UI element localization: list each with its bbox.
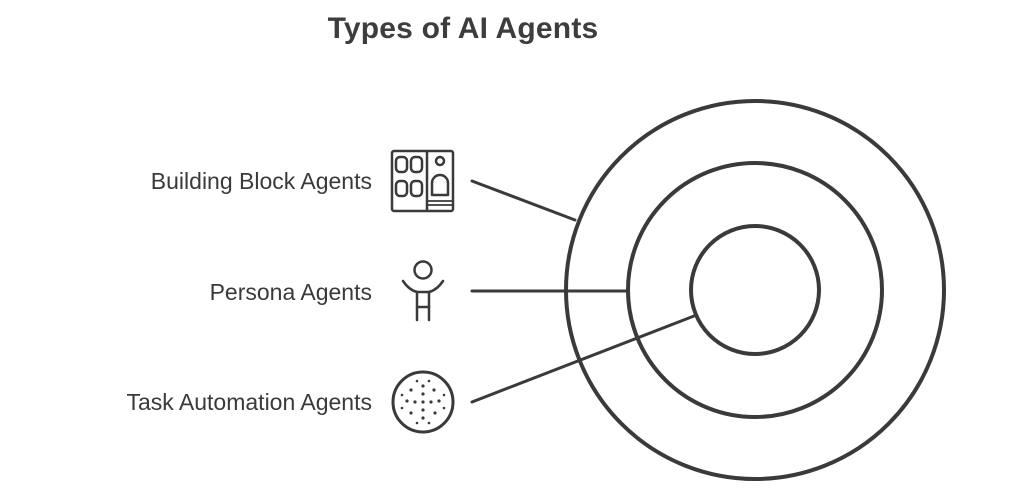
diagram-title: Types of AI Agents [327, 12, 599, 45]
connector-building-block [470, 179, 577, 222]
inner-ring [689, 224, 821, 356]
connector-task-automation [470, 314, 696, 404]
middle-ring [626, 161, 884, 419]
dotted-circle-icon [391, 370, 455, 434]
label-building-block-agents: Building Block Agents [150, 168, 372, 194]
person-icon [401, 260, 445, 322]
building-blocks-icon [390, 149, 455, 213]
label-task-automation-agents: Task Automation Agents [126, 389, 373, 415]
label-persona-agents: Persona Agents [209, 279, 372, 305]
